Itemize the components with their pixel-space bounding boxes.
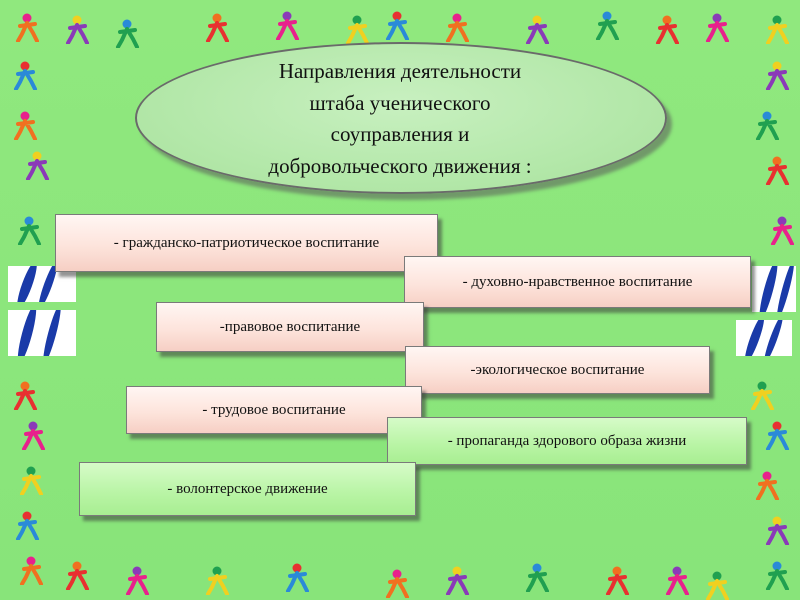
olympic-rings-icon (380, 568, 414, 598)
skater-icon (750, 110, 784, 140)
item-healthy-lifestyle: - пропаганда здорового образа жизни (387, 417, 747, 465)
gymnast-icon (60, 14, 94, 44)
striped-banner-left-top (8, 266, 76, 302)
item-legal: -правовое воспитание (156, 302, 424, 352)
item-labor: - трудовое воспитание (126, 386, 422, 434)
item-civic-patriotic: - гражданско-патриотическое воспитание (55, 214, 438, 272)
fencer-icon (760, 60, 794, 90)
fencer-icon (8, 110, 42, 140)
cyclist-icon (760, 155, 794, 185)
runner-icon (750, 470, 784, 500)
runner-icon (270, 10, 304, 40)
title-ellipse (135, 42, 667, 194)
item-volunteer: - волонтерское движение (79, 462, 416, 516)
cyclist-icon (520, 14, 554, 44)
runner-icon (440, 565, 474, 595)
swimmer-icon (340, 14, 374, 44)
fencer-icon (380, 10, 414, 40)
olympic-rings-icon (700, 12, 734, 42)
fencer-icon (600, 565, 634, 595)
item-spiritual-moral: - духовно-нравственное воспитание (404, 256, 751, 308)
olympic-rings-icon (760, 420, 794, 450)
swimmer-icon (14, 555, 48, 585)
olympic-rings-icon (200, 12, 234, 42)
slide-title: Направления деятельности штаба ученическ… (268, 59, 532, 178)
striped-banner-right-top (752, 266, 796, 312)
swimmer-icon (760, 515, 794, 545)
weightlifter-icon (280, 562, 314, 592)
runner-icon (760, 14, 794, 44)
weightlifter-icon (745, 380, 779, 410)
swimmer-icon (520, 562, 554, 592)
cyclist-icon (10, 12, 44, 42)
gymnast-icon (200, 565, 234, 595)
skater-icon (660, 565, 694, 595)
cyclist-icon (120, 565, 154, 595)
cyclist-icon (700, 570, 734, 600)
swimmer-icon (8, 60, 42, 90)
skater-icon (60, 560, 94, 590)
gymnast-icon (765, 215, 799, 245)
olympic-rings-icon (14, 465, 48, 495)
skater-icon (20, 150, 54, 180)
item-ecological: -экологическое воспитание (405, 346, 710, 394)
cyclist-icon (12, 215, 46, 245)
striped-banner-right-bottom (736, 320, 792, 356)
runner-icon (10, 510, 44, 540)
fencer-icon (760, 560, 794, 590)
gymnast-icon (8, 380, 42, 410)
weightlifter-icon (650, 14, 684, 44)
weightlifter-icon (16, 420, 50, 450)
gymnast-icon (590, 10, 624, 40)
skater-icon (440, 12, 474, 42)
weightlifter-icon (110, 18, 144, 48)
striped-banner-left-bottom (8, 310, 76, 356)
